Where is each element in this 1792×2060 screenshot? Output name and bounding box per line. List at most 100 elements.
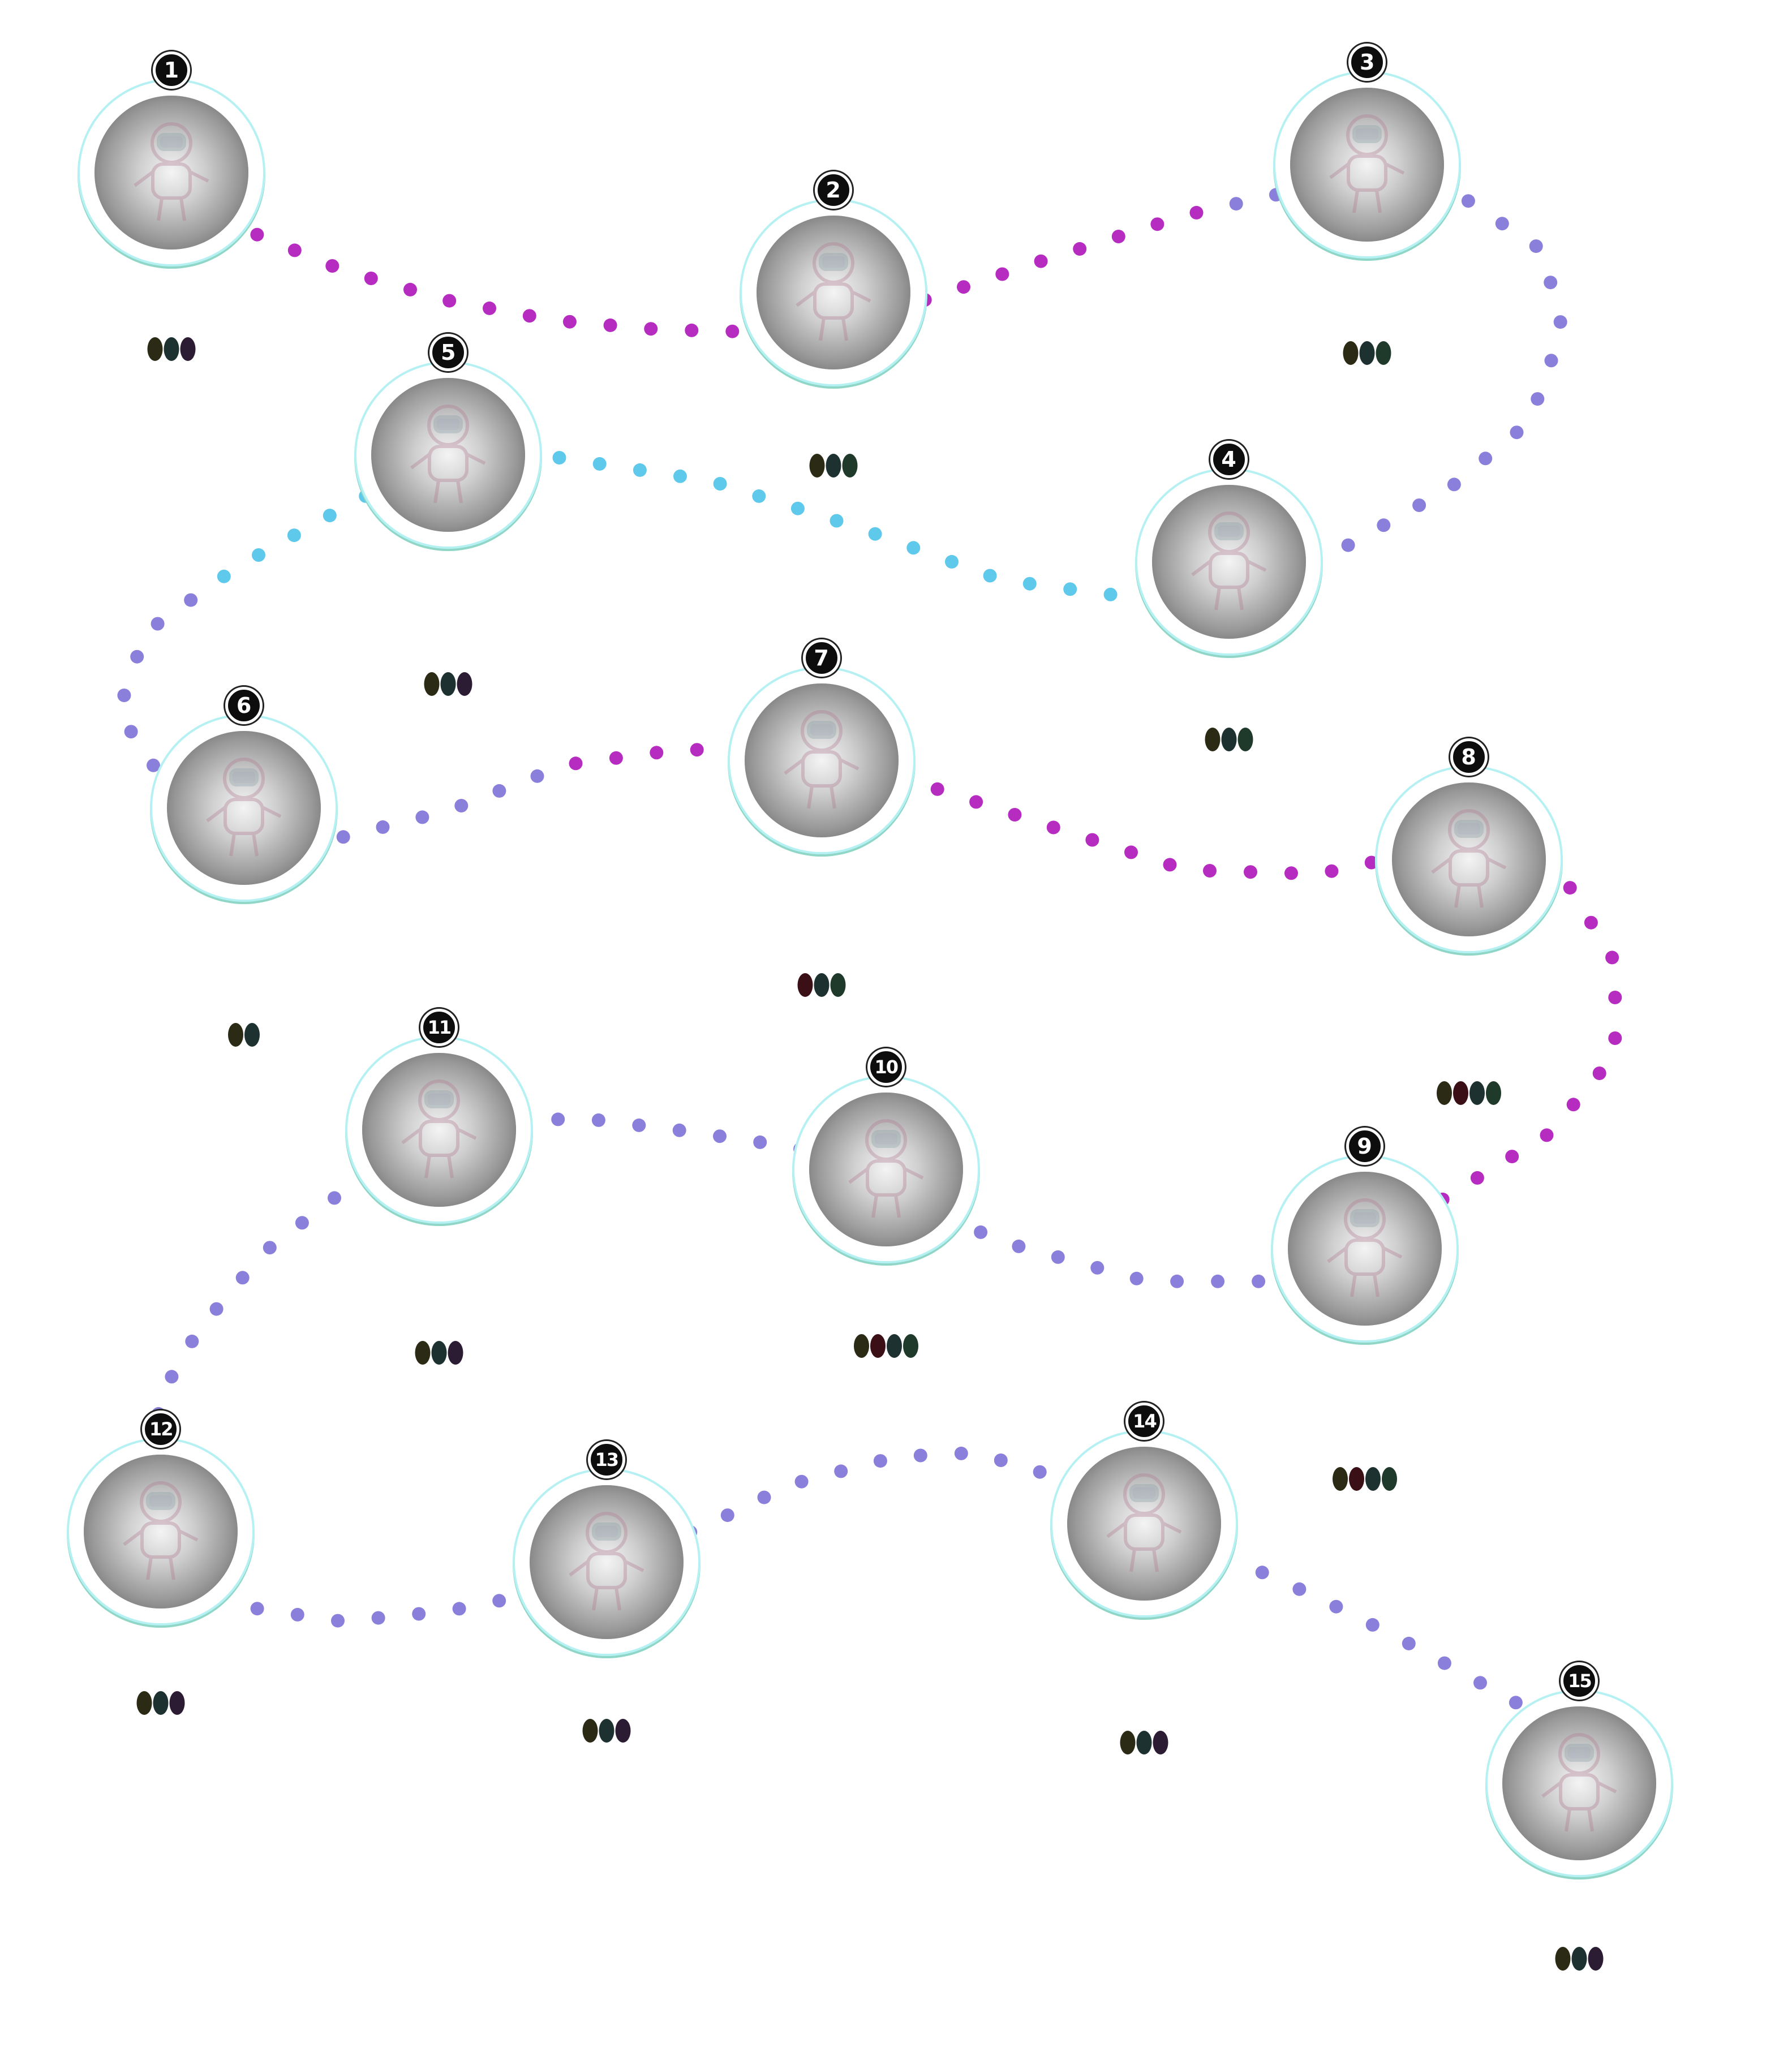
path-dot bbox=[551, 1112, 565, 1126]
path-dot bbox=[1292, 1582, 1307, 1596]
path-dot bbox=[130, 650, 144, 664]
path-dot bbox=[1051, 1250, 1065, 1264]
path-dot bbox=[730, 746, 745, 760]
level-orb[interactable] bbox=[809, 1092, 963, 1246]
path-dot bbox=[873, 1454, 887, 1468]
path-dot bbox=[1341, 538, 1355, 552]
astronaut-icon bbox=[773, 706, 870, 815]
path-dot bbox=[250, 1602, 264, 1616]
level-orb[interactable] bbox=[371, 377, 526, 532]
path-dot bbox=[165, 1370, 179, 1384]
path-dot bbox=[983, 569, 997, 583]
path-dot bbox=[1022, 577, 1037, 591]
rating-pip bbox=[1485, 1081, 1501, 1105]
rating-pip bbox=[830, 973, 846, 997]
path-dot bbox=[492, 1594, 506, 1608]
rating-pip bbox=[1365, 1467, 1381, 1491]
path-dot bbox=[1505, 1150, 1519, 1164]
path-dot bbox=[632, 1118, 646, 1132]
level-node[interactable]: 10 bbox=[809, 1048, 963, 1358]
path-dot bbox=[522, 309, 536, 323]
path-dot bbox=[1479, 451, 1493, 466]
path-dot bbox=[713, 1129, 727, 1143]
path-dot bbox=[1229, 197, 1243, 211]
level-number-badge: 4 bbox=[1210, 440, 1248, 478]
astronaut-icon bbox=[123, 118, 220, 227]
rating-pip bbox=[809, 453, 825, 478]
level-orb[interactable] bbox=[1502, 1706, 1657, 1861]
path-dot bbox=[1364, 855, 1378, 870]
path-dot bbox=[492, 784, 506, 798]
path-dot bbox=[364, 272, 378, 285]
path-dot bbox=[290, 1607, 304, 1622]
level-orb[interactable] bbox=[529, 1485, 684, 1640]
path-dot bbox=[287, 243, 302, 257]
level-number-badge: 5 bbox=[429, 333, 467, 371]
rating-pip bbox=[1588, 1947, 1604, 1971]
rating-pip bbox=[424, 672, 440, 696]
level-orb[interactable] bbox=[362, 1052, 516, 1207]
rating-pip bbox=[1381, 1467, 1397, 1491]
path-dot bbox=[1129, 1271, 1144, 1285]
path-dot bbox=[974, 1225, 988, 1239]
level-rating-pips bbox=[1332, 1467, 1397, 1492]
rating-pip bbox=[1348, 1467, 1364, 1491]
path-dot bbox=[609, 751, 623, 765]
level-orb[interactable] bbox=[1287, 1171, 1442, 1326]
rating-pip bbox=[415, 1340, 431, 1365]
level-orb[interactable] bbox=[1151, 484, 1306, 639]
path-dot bbox=[376, 820, 390, 834]
path-dot bbox=[1365, 1618, 1380, 1632]
path-dot bbox=[442, 294, 457, 308]
path-dot bbox=[1033, 1465, 1047, 1479]
path-dot bbox=[1073, 242, 1087, 256]
path-dot bbox=[1436, 1192, 1450, 1206]
level-orb[interactable] bbox=[744, 683, 899, 838]
path-dot bbox=[1034, 254, 1048, 268]
level-number-badge: 1 bbox=[152, 51, 190, 89]
level-number-badge: 8 bbox=[1450, 738, 1488, 776]
path-dot bbox=[1495, 217, 1509, 231]
rating-pip bbox=[1571, 1947, 1587, 1971]
rating-pip bbox=[886, 1334, 902, 1358]
level-orb[interactable] bbox=[167, 731, 321, 885]
rating-pip bbox=[1436, 1081, 1452, 1105]
level-number-badge: 6 bbox=[225, 687, 263, 725]
astronaut-icon bbox=[391, 1075, 487, 1185]
rating-pip bbox=[582, 1719, 598, 1743]
path-dot bbox=[1605, 951, 1619, 965]
path-dot bbox=[672, 1123, 686, 1137]
level-orb[interactable] bbox=[1067, 1447, 1222, 1601]
level-node[interactable]: 15 bbox=[1502, 1662, 1657, 1971]
astronaut-icon bbox=[196, 753, 292, 863]
level-orb[interactable] bbox=[94, 96, 248, 250]
path-dot bbox=[1252, 1274, 1266, 1288]
astronaut-icon bbox=[1531, 1728, 1627, 1838]
level-orb[interactable] bbox=[1391, 782, 1546, 937]
level-orb[interactable] bbox=[756, 216, 910, 370]
path-dot bbox=[752, 489, 766, 503]
level-orb[interactable] bbox=[1290, 88, 1445, 242]
path-dot bbox=[1402, 1636, 1416, 1650]
path-dot bbox=[1142, 579, 1157, 594]
path-dot bbox=[1012, 1239, 1026, 1253]
rating-pip bbox=[180, 337, 196, 362]
path-dot bbox=[412, 1607, 426, 1621]
path-dot bbox=[1163, 858, 1177, 872]
path-dot bbox=[1608, 1031, 1622, 1045]
path-dot bbox=[918, 293, 932, 307]
level-orb[interactable] bbox=[84, 1455, 238, 1609]
level-rating-pips bbox=[228, 1023, 260, 1048]
path-dot bbox=[117, 689, 131, 702]
path-dot bbox=[252, 548, 265, 562]
path-dot bbox=[685, 323, 699, 337]
path-dot bbox=[644, 322, 658, 336]
path-dot bbox=[1563, 881, 1577, 895]
path-dot bbox=[969, 795, 983, 809]
path-dot bbox=[1329, 1599, 1343, 1614]
path-dot bbox=[591, 1113, 605, 1127]
path-dot bbox=[151, 617, 165, 631]
level-rating-pips bbox=[1555, 1947, 1604, 1972]
path-dot bbox=[713, 477, 727, 491]
path-dot bbox=[1473, 1676, 1487, 1690]
